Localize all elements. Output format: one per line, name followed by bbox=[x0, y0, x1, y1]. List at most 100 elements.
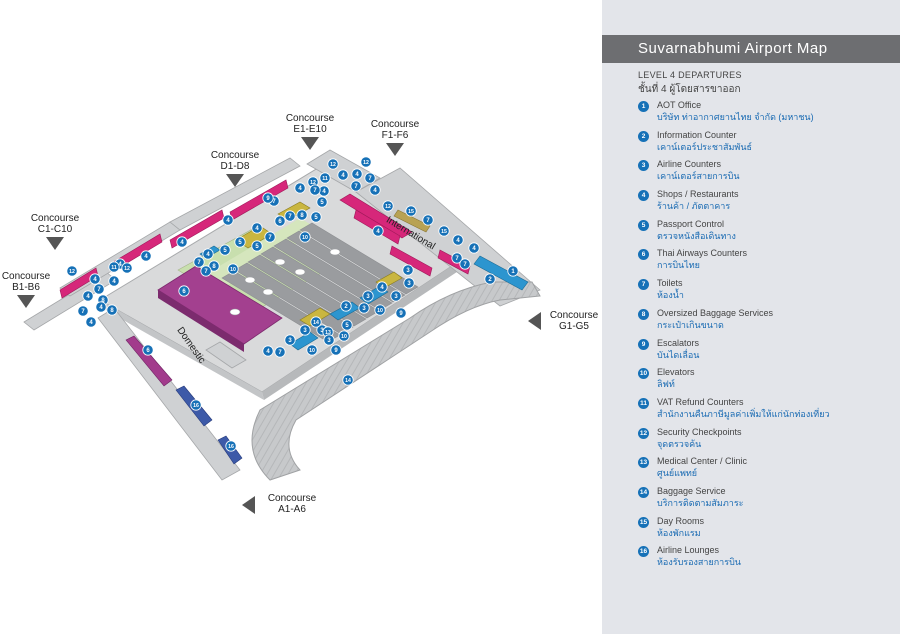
svg-text:4: 4 bbox=[355, 172, 359, 178]
svg-text:4: 4 bbox=[93, 277, 97, 283]
legend-label-th: เคาน์เตอร์สายการบิน bbox=[657, 171, 740, 182]
airline-counter-icon: 3 bbox=[390, 290, 402, 302]
svg-text:4: 4 bbox=[373, 188, 377, 194]
shop-icon: 4 bbox=[82, 290, 94, 302]
oversized-baggage-icon: 8 bbox=[638, 308, 649, 320]
concourse-e-name: Concourse bbox=[285, 113, 335, 124]
concourse-d-arrow-icon bbox=[226, 174, 244, 187]
svg-text:8: 8 bbox=[300, 213, 304, 219]
concourse-b-arrow-icon bbox=[17, 295, 35, 308]
airline-counter-icon: 3 bbox=[358, 302, 370, 314]
concourse-a-gates: A1-A6 bbox=[278, 504, 306, 515]
thai-airways-icon: 6 bbox=[274, 215, 286, 227]
information-icon: 2 bbox=[638, 130, 649, 142]
concourse-e-marker[interactable]: Concourse E1-E10 bbox=[270, 113, 350, 150]
toilet-icon: 7 bbox=[284, 210, 296, 222]
concourse-c-arrow-icon bbox=[46, 237, 64, 250]
concourse-f-gates: F1-F6 bbox=[381, 130, 409, 141]
legend-label-th: เคาน์เตอร์ประชาสัมพันธ์ bbox=[657, 141, 753, 152]
legend-label-th: บันไดเลื่อน bbox=[657, 349, 700, 360]
shop-icon: 4 bbox=[468, 242, 480, 254]
shop-icon: 4 bbox=[140, 250, 152, 262]
passport-control-icon: 5 bbox=[251, 240, 263, 252]
shop-icon: 4 bbox=[176, 236, 188, 248]
concourse-b-marker[interactable]: Concourse B1-B6 bbox=[0, 271, 66, 308]
legend-item-elevators: 10 Elevators ลิฟท์ bbox=[638, 367, 888, 397]
svg-text:6: 6 bbox=[182, 289, 186, 295]
aot-office-icon: 1 bbox=[638, 101, 649, 112]
concourse-g-marker[interactable]: Concourse G1-G5 bbox=[534, 310, 614, 332]
svg-text:7: 7 bbox=[288, 214, 292, 220]
airline-counter-icon: 3 bbox=[299, 324, 311, 336]
svg-text:4: 4 bbox=[341, 173, 345, 179]
toilet-icon: 7 bbox=[364, 172, 376, 184]
thai-counter-domestic bbox=[125, 335, 173, 387]
svg-text:12: 12 bbox=[124, 266, 130, 272]
legend-item-baggage-service: 14 Baggage Service บริการติดตามสัมภาระ bbox=[638, 486, 888, 516]
concourse-a-marker[interactable]: Concourse A1-A6 bbox=[252, 493, 332, 515]
concourse-b-name: Concourse bbox=[1, 271, 51, 282]
legend-label-th: บริการติดตามสัมภาระ bbox=[657, 497, 744, 508]
shop-icon: 4 bbox=[251, 222, 263, 234]
svg-text:4: 4 bbox=[456, 238, 460, 244]
svg-text:7: 7 bbox=[204, 269, 208, 275]
legend-label-en: Oversized Baggage Services bbox=[657, 307, 774, 318]
svg-text:7: 7 bbox=[272, 199, 276, 205]
concourse-c-marker[interactable]: Concourse C1-C10 bbox=[15, 213, 95, 250]
concourse-d-marker[interactable]: Concourse D1-D8 bbox=[195, 150, 275, 187]
svg-text:3: 3 bbox=[327, 338, 331, 344]
legend-item-lounges: 16 Airline Lounges ห้องรับรองสายการบิน bbox=[638, 545, 888, 575]
svg-text:13: 13 bbox=[325, 330, 331, 336]
toilet-icon: 7 bbox=[200, 265, 212, 277]
svg-text:4: 4 bbox=[226, 218, 230, 224]
terminal-front-edge bbox=[262, 250, 478, 400]
svg-text:10: 10 bbox=[377, 308, 383, 314]
toilet-icon: 7 bbox=[264, 231, 276, 243]
svg-text:5: 5 bbox=[238, 240, 242, 246]
toilet-icon: 7 bbox=[309, 184, 321, 196]
legend-label-en: Thai Airways Counters bbox=[657, 248, 748, 259]
toilet-icon: 7 bbox=[422, 214, 434, 226]
legend-label-th: ลิฟท์ bbox=[657, 379, 675, 390]
oversized-baggage-icon: 8 bbox=[208, 260, 220, 272]
airline-counter-icon: 3 bbox=[284, 334, 296, 346]
shop-icon: 4 bbox=[369, 184, 381, 196]
security-checkpoint-icon: 12 bbox=[66, 265, 78, 277]
elevator-icon: 10 bbox=[306, 344, 318, 356]
passport-control-icon: 5 bbox=[341, 319, 353, 331]
concourse-f-marker[interactable]: Concourse F1-F6 bbox=[355, 119, 435, 156]
concourse-c-gates: C1-C10 bbox=[37, 224, 73, 235]
thai-airways-icon: 6 bbox=[142, 344, 154, 356]
thai-airways-icon: 6 bbox=[178, 285, 190, 297]
legend-label-en: Escalators bbox=[657, 337, 700, 348]
airline-lounge-icon: 16 bbox=[225, 440, 237, 452]
svg-text:7: 7 bbox=[354, 184, 358, 190]
svg-text:3: 3 bbox=[320, 328, 324, 334]
svg-text:4: 4 bbox=[322, 189, 326, 195]
vat-refund-icon: 11 bbox=[638, 397, 649, 409]
toilet-icon: 7 bbox=[459, 258, 471, 270]
svg-text:6: 6 bbox=[278, 219, 282, 225]
shop-icon: 4 bbox=[452, 234, 464, 246]
passport-control-icon: 5 bbox=[219, 244, 231, 256]
svg-text:12: 12 bbox=[385, 204, 391, 210]
concourse-d-name: Concourse bbox=[210, 150, 260, 161]
legend-label-en: Shops / Restaurants bbox=[657, 189, 739, 200]
svg-text:3: 3 bbox=[288, 338, 292, 344]
airline-counter-icon: 3 bbox=[323, 334, 335, 346]
svg-text:9: 9 bbox=[399, 311, 403, 317]
svg-text:4: 4 bbox=[266, 349, 270, 355]
svg-text:7: 7 bbox=[463, 262, 467, 268]
passport-control-icon: 5 bbox=[638, 219, 649, 231]
legend-label-th: ตรวจหนังสือเดินทาง bbox=[657, 230, 736, 241]
legend-label-th: การบินไทย bbox=[657, 260, 700, 271]
escalator-icon: 9 bbox=[395, 307, 407, 319]
svg-text:9: 9 bbox=[334, 348, 338, 354]
legend-label-th: จุดตรวจค้น bbox=[657, 438, 702, 449]
legend-label-th: ห้องน้ำ bbox=[657, 290, 684, 301]
svg-text:2: 2 bbox=[344, 304, 348, 310]
svg-text:5: 5 bbox=[320, 200, 324, 206]
svg-text:10: 10 bbox=[341, 334, 347, 340]
concourse-a-name: Concourse bbox=[267, 493, 317, 504]
